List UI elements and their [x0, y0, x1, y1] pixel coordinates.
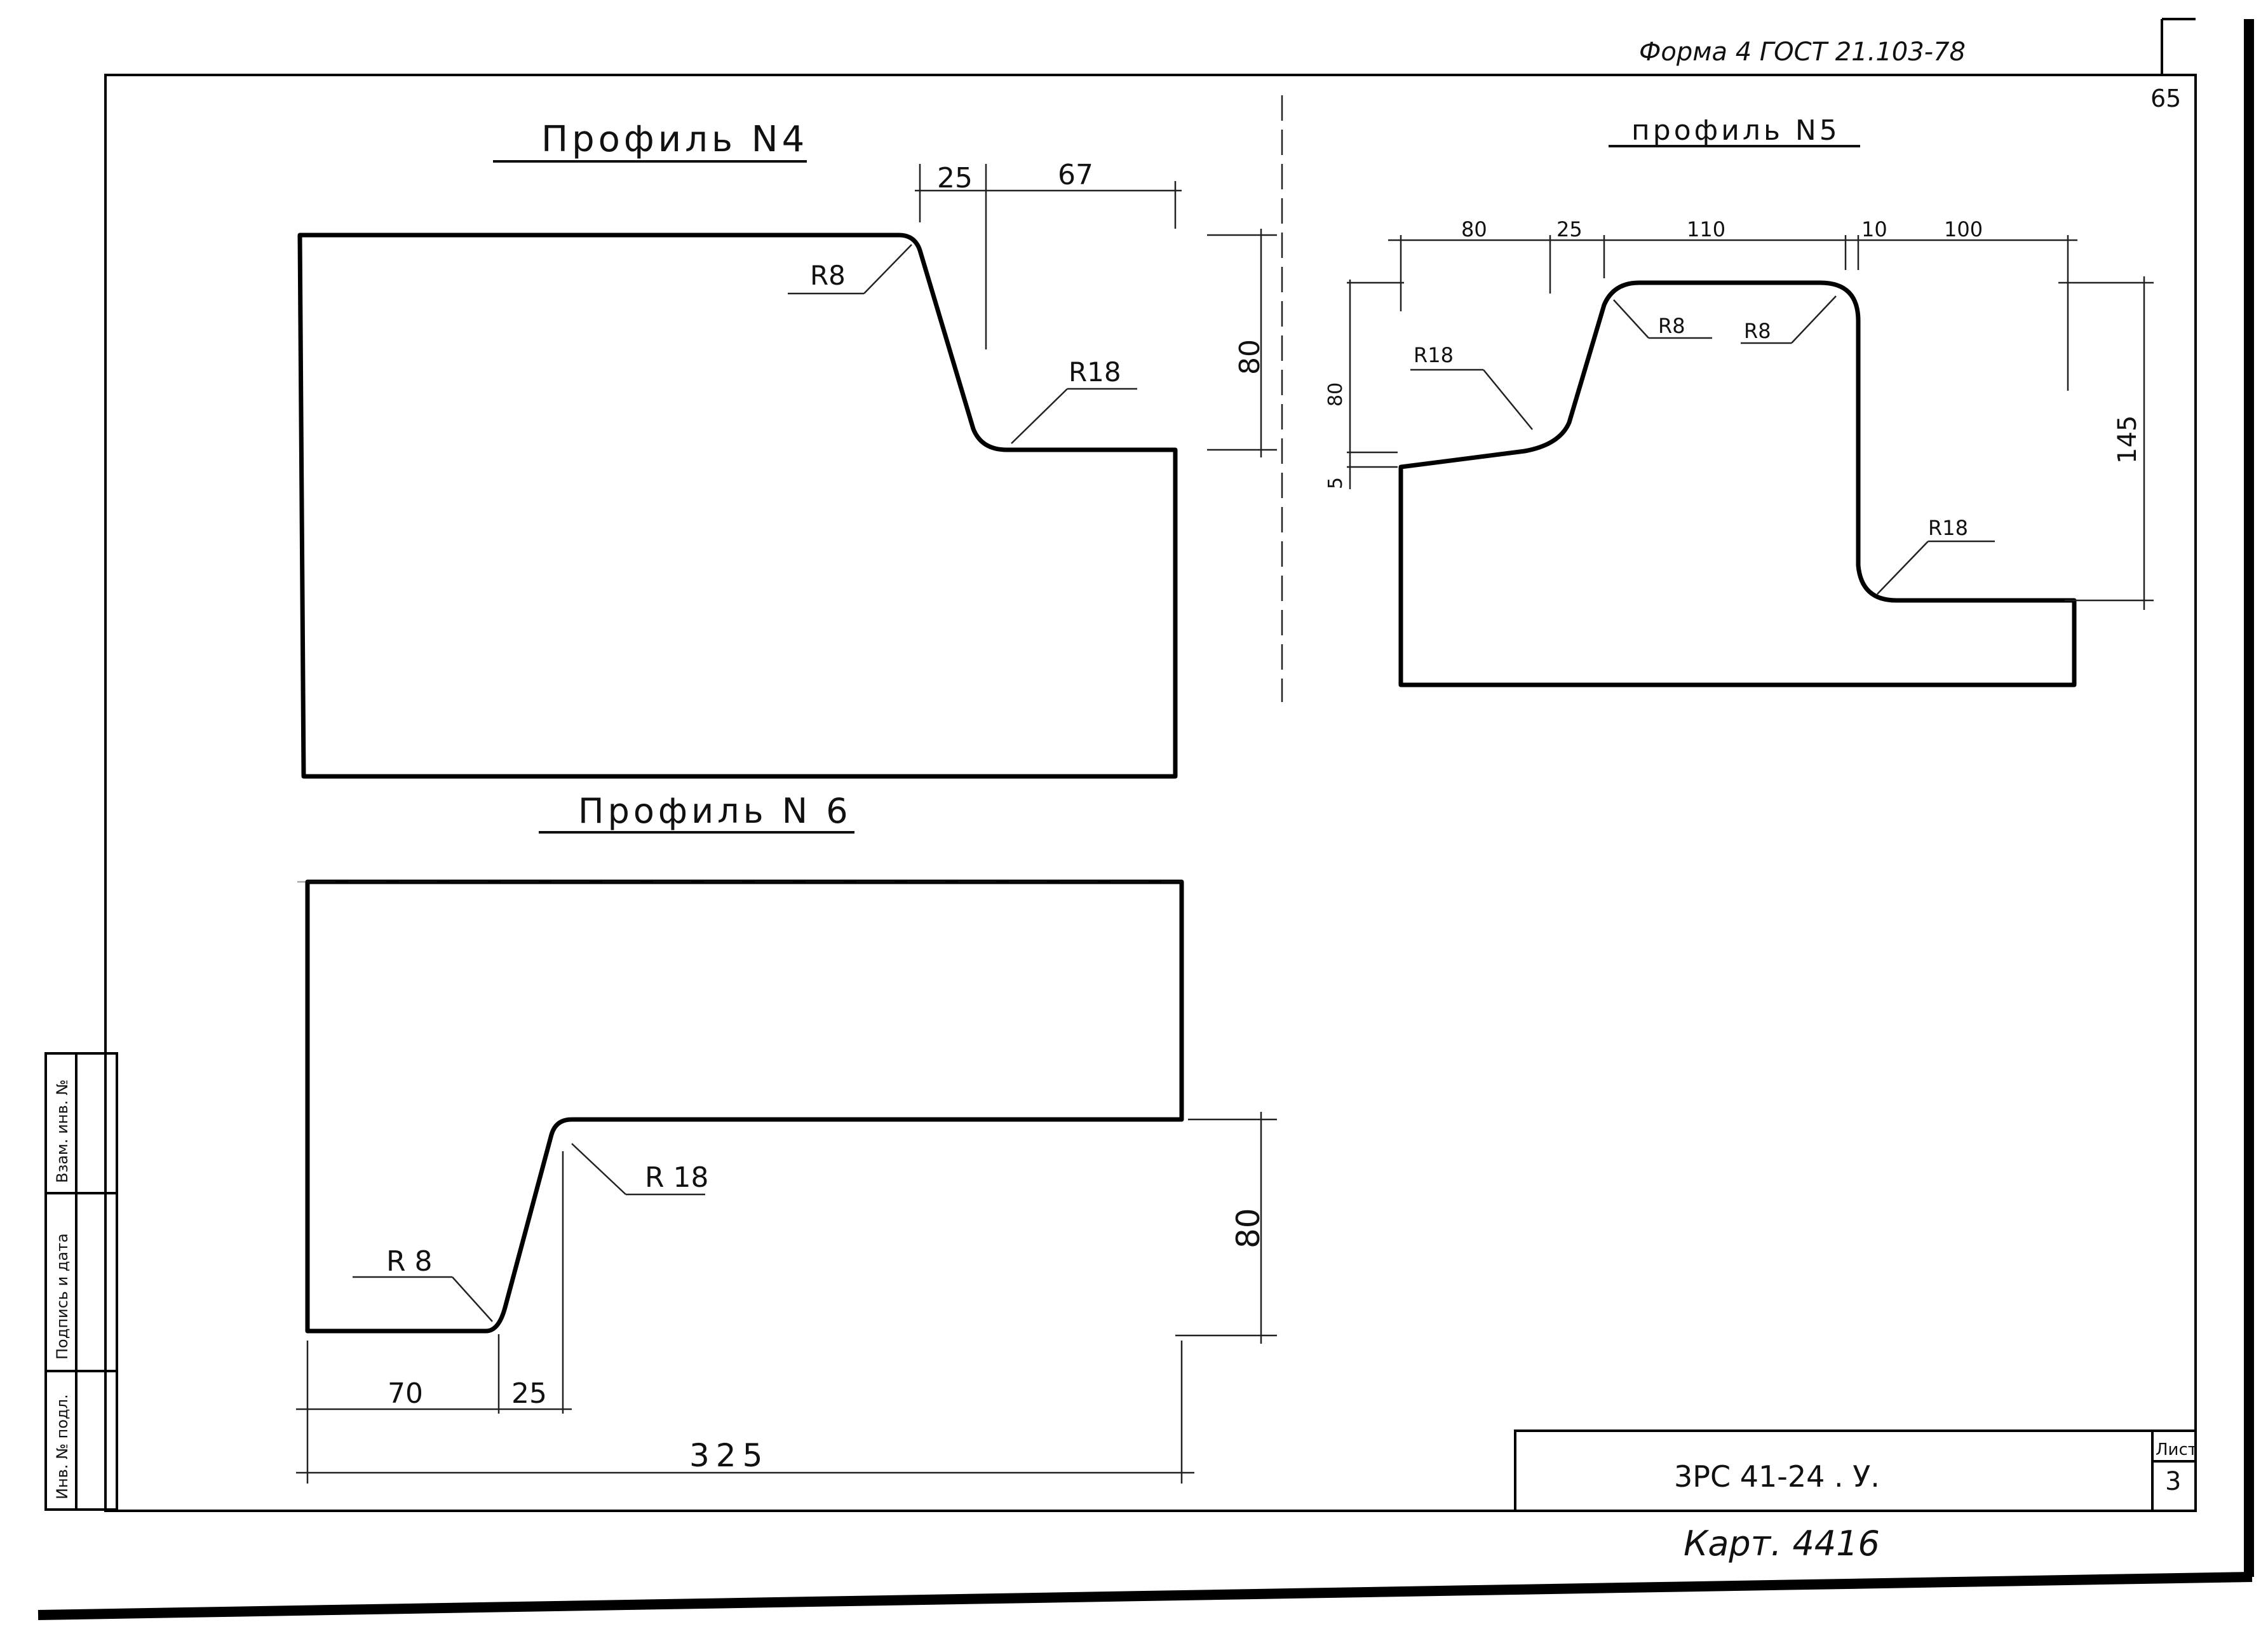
p4-dim-67: 67: [1058, 159, 1093, 191]
profile-5-outline: [1398, 280, 2077, 687]
p6-radius-r18: R 18: [645, 1161, 709, 1194]
profile-6: Профиль N 6 70 25 325 80 R 8 R 18: [296, 791, 1277, 1484]
p5-dim-100: 100: [1944, 217, 1983, 241]
p4-radius-r8: R8: [810, 260, 846, 291]
stamp-cell-inv-podl: Инв. № подл.: [53, 1394, 71, 1499]
side-stamp: Инв. № подл. Подпись и дата Взам. инв. №: [44, 1052, 118, 1511]
p5-dim-80: 80: [1461, 217, 1487, 241]
p5-dim-10: 10: [1861, 217, 1887, 241]
form-note: Форма 4 ГОСТ 21.103-78: [1639, 37, 1966, 67]
p5-dim-110: 110: [1687, 217, 1725, 241]
sheet-number: 3: [2165, 1467, 2181, 1496]
p5-dim-v80: 80: [1325, 382, 1347, 407]
p5-dim-25: 25: [1556, 217, 1583, 241]
p6-dim-80: 80: [1230, 1208, 1267, 1248]
p5-radius-r8-left: R8: [1658, 314, 1685, 338]
p4-radius-r18: R18: [1069, 356, 1121, 388]
p4-dim-25: 25: [937, 162, 973, 194]
profile-4: Профиль N4 25 67 80 R8 R18: [297, 119, 1277, 779]
stamp-cell-signature: Подпись и дата: [53, 1233, 71, 1360]
page-number: 65: [2150, 84, 2181, 112]
p5-radius-r18-bottom: R18: [1928, 516, 1968, 540]
stamp-cell-vzam: Взам. инв. №: [53, 1079, 71, 1183]
sheet-frame: [37, 18, 2254, 1620]
p5-dim-v5: 5: [1325, 477, 1347, 489]
handwritten-note: Карт. 4416: [1684, 1524, 1880, 1564]
p5-dim-145: 145: [2113, 416, 2142, 464]
p6-radius-r8: R 8: [386, 1245, 433, 1278]
p5-radius-r18-left: R18: [1414, 343, 1454, 367]
title-block: 3РС 41-24 . У. Лист 3: [1514, 1430, 2197, 1512]
p6-dim-70: 70: [388, 1377, 423, 1410]
p5-radius-r8-right: R8: [1744, 319, 1771, 343]
profile-5: профиль N5 80 25 110 10 100 80 5 145 R18: [1325, 114, 2154, 687]
profile-6-outline: [305, 879, 1184, 1334]
profile-4-title: Профиль N4: [541, 119, 808, 160]
p6-dim-325: 325: [689, 1437, 769, 1474]
p4-dim-80: 80: [1234, 339, 1266, 375]
title-designation: 3РС 41-24 . У.: [1674, 1459, 1880, 1494]
profile-5-title: профиль N5: [1631, 114, 1840, 147]
p6-dim-25: 25: [511, 1377, 547, 1410]
profile-4-outline: [297, 233, 1178, 779]
sheet-label: Лист: [2156, 1440, 2197, 1459]
profile-6-title: Профиль N 6: [578, 791, 852, 831]
